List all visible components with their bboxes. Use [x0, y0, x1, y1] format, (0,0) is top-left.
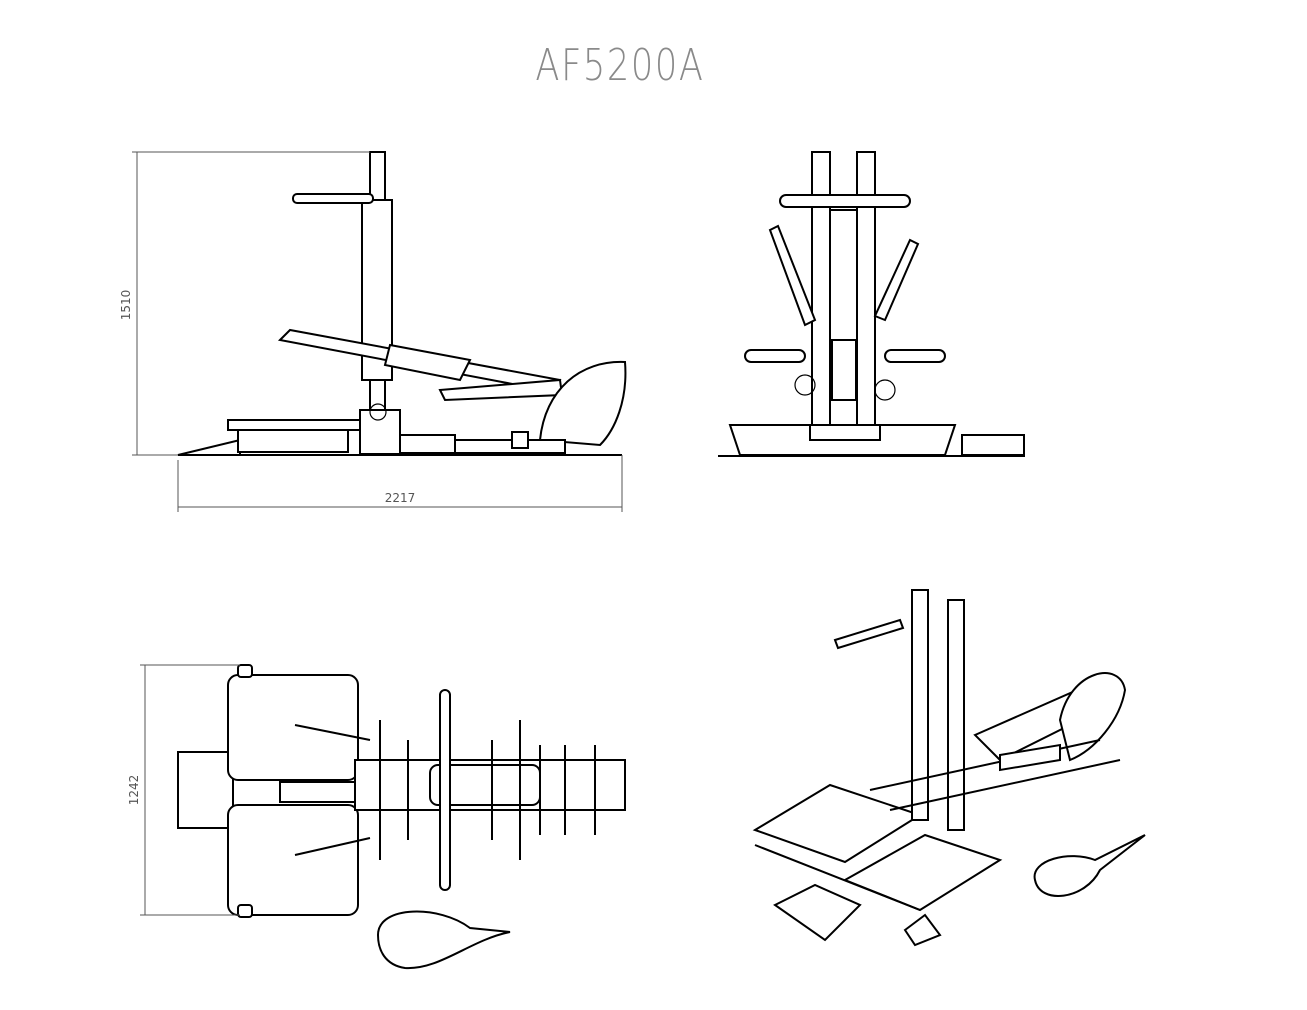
height-dimension: 1510 — [119, 290, 133, 321]
side-view — [132, 151, 627, 512]
width-dimension: 1242 — [127, 775, 141, 806]
drawing-title: AF5200A — [535, 40, 705, 91]
front-view — [718, 151, 1025, 457]
length-dimension: 2217 — [385, 491, 416, 505]
top-view — [140, 664, 626, 970]
isometric-view — [752, 589, 1146, 947]
